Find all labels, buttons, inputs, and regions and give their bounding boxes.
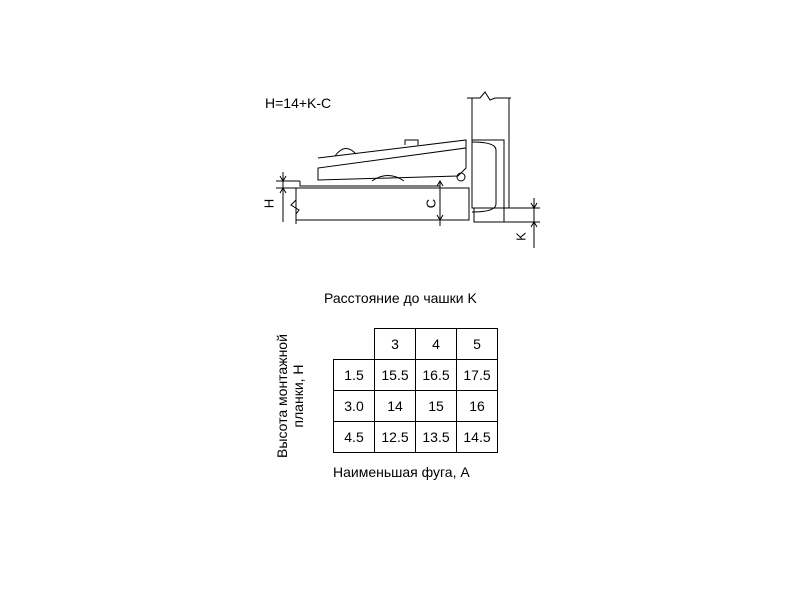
table-cell: 16.5 bbox=[415, 359, 457, 391]
table-cell: 13.5 bbox=[415, 421, 457, 453]
table-header-row: 3 4 5 bbox=[333, 328, 498, 360]
table-row: 4.5 12.5 13.5 14.5 bbox=[333, 421, 498, 453]
door-panel bbox=[471, 139, 505, 209]
formula-label: H=14+K-C bbox=[265, 95, 332, 111]
hinge-arm-top bbox=[317, 139, 467, 159]
table-cell: 14 bbox=[374, 390, 416, 422]
row-header: 1.5 bbox=[333, 359, 375, 391]
c-arrow-bottom bbox=[436, 214, 444, 221]
table-cell: 16 bbox=[456, 390, 498, 422]
hinge-cup bbox=[471, 141, 497, 213]
row-axis-label-line1: Высота монтажной bbox=[274, 334, 290, 458]
hinge-clip bbox=[371, 175, 405, 182]
h-arrow-top bbox=[279, 175, 287, 182]
table-cell: 17.5 bbox=[456, 359, 498, 391]
panel-break-left bbox=[290, 188, 300, 224]
door-edge bbox=[473, 207, 505, 223]
table-cell: 15 bbox=[415, 390, 457, 422]
dimension-label-h: H bbox=[261, 198, 277, 209]
row-axis-label: Высота монтажной планки, H bbox=[274, 286, 306, 506]
cabinet-side-panel bbox=[295, 187, 470, 221]
column-header: 5 bbox=[456, 328, 498, 360]
gap-table: 3 4 5 1.5 15.5 16.5 17.5 3.0 14 15 16 4.… bbox=[333, 328, 498, 453]
row-header: 4.5 bbox=[333, 421, 375, 453]
column-header: 3 bbox=[374, 328, 416, 360]
table-row: 1.5 15.5 16.5 17.5 bbox=[333, 359, 498, 391]
dimension-label-c: C bbox=[423, 198, 439, 209]
hinge-bump bbox=[334, 148, 357, 157]
h-arrow-bottom bbox=[279, 187, 287, 194]
table-cell: 15.5 bbox=[374, 359, 416, 391]
hinge-screw bbox=[404, 139, 419, 145]
k-arrow-top bbox=[530, 202, 538, 209]
dimension-label-k: K bbox=[513, 232, 529, 241]
table-cell: 14.5 bbox=[456, 421, 498, 453]
k-arrow-bottom bbox=[530, 221, 538, 228]
table-cell: 12.5 bbox=[374, 421, 416, 453]
mounting-plate bbox=[299, 181, 441, 187]
table-title: Расстояние до чашки K bbox=[324, 290, 477, 306]
hinge-pivot bbox=[456, 172, 466, 182]
door-break bbox=[467, 91, 511, 101]
row-axis-label-line2: планки, H bbox=[290, 364, 306, 428]
column-header: 4 bbox=[415, 328, 457, 360]
row-header: 3.0 bbox=[333, 390, 375, 422]
table-row: 3.0 14 15 16 bbox=[333, 390, 498, 422]
table-footer: Наименьшая фуга, A bbox=[333, 464, 470, 480]
table-corner bbox=[333, 328, 375, 360]
hinge-arm bbox=[317, 147, 467, 181]
c-arrow-top bbox=[436, 180, 444, 187]
